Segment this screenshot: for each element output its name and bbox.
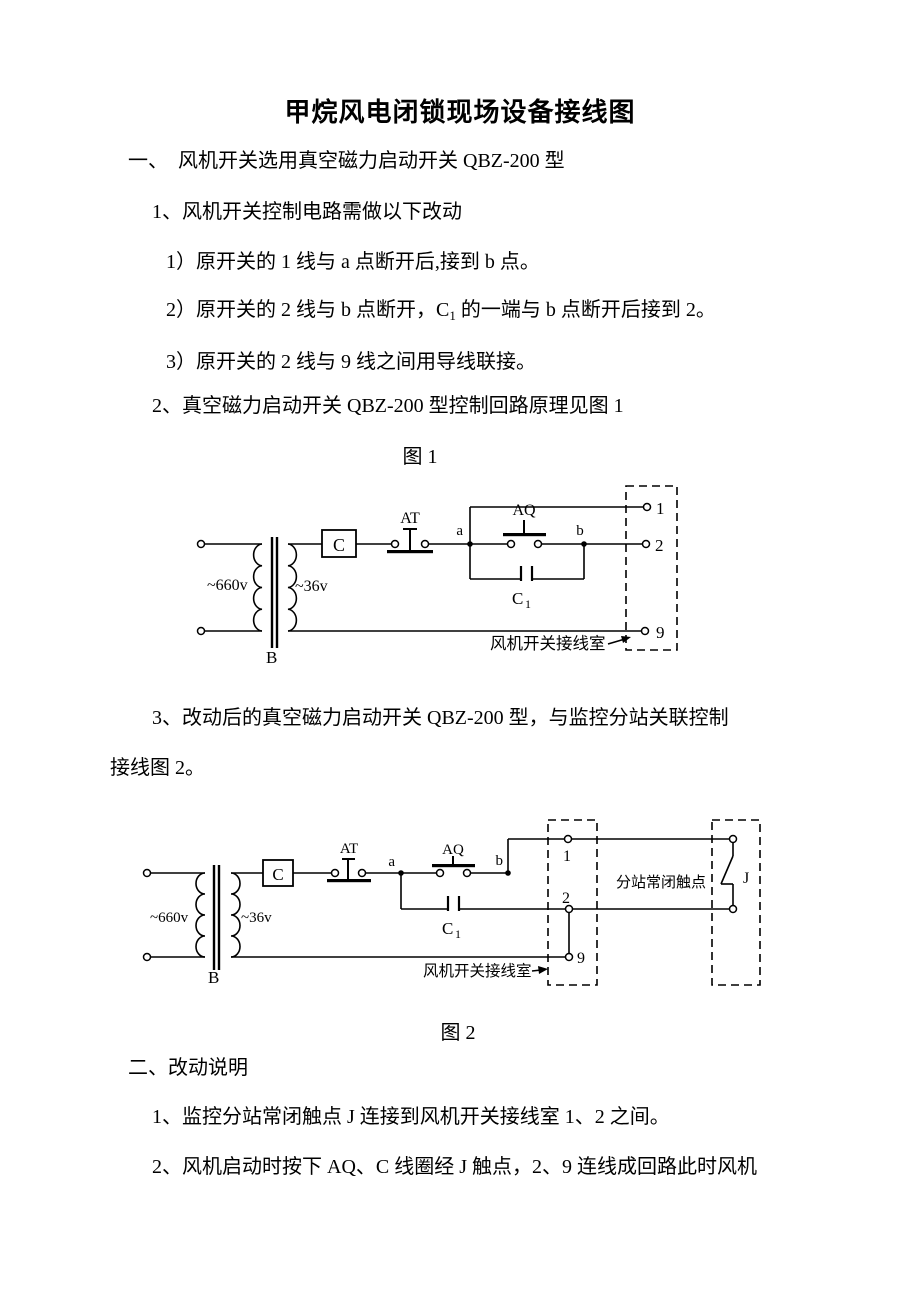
- fig1-junction-box: 1 2 9 风机开关接线室: [490, 485, 678, 653]
- fig2-label-arrow: [538, 966, 548, 974]
- section1-item1-sub1: 1）原开关的 1 线与 a 点断开后,接到 b 点。: [166, 251, 540, 273]
- section1-item1-sub2: 2）原开关的 2 线与 b 点断开，C1 的一端与 b 点断开后接到 2。: [166, 297, 716, 329]
- fig1-secondary-coil: [287, 543, 298, 632]
- figure1-caption: 图 1: [402, 446, 438, 468]
- fig1-transformer: ~660v ~36v B: [196, 537, 328, 667]
- item1-sub2-post: 的一端与 b 点断开后接到 2。: [455, 299, 716, 321]
- fig2-junction-box-label: 风机开关接线室: [423, 962, 532, 980]
- section1-item1-sub3: 3）原开关的 2 线与 9 线之间用导线联接。: [166, 351, 536, 373]
- fig1-wires: [288, 506, 643, 632]
- fig2-junction-box: 1 2 9 风机开关接线室: [423, 819, 598, 986]
- fig1-terminal-2: [641, 539, 651, 549]
- item1-sub2-pre: 2）原开关的 2 线与 b 点断开，C: [166, 299, 450, 321]
- fig2-capacitor-label-sub: 1: [455, 927, 461, 941]
- fig1-contactor-coil-label: C: [333, 535, 345, 555]
- fig1-primary-terminal-top: [196, 539, 206, 549]
- section1-item3-line1: 3、改动后的真空磁力启动开关 QBZ-200 型，与监控分站关联控制: [152, 707, 729, 729]
- section1-item3-line2: 接线图 2。: [110, 757, 205, 779]
- fig2-primary-voltage-label: ~660v: [150, 910, 189, 926]
- fig2-relay-terminal-top: [728, 834, 738, 844]
- fig1-primary-voltage-label: ~660v: [207, 577, 248, 594]
- fig1-primary-terminal-bottom: [196, 626, 206, 636]
- fig2-primary-coil: [195, 872, 206, 958]
- fig2-secondary-voltage-label: ~36v: [241, 910, 272, 926]
- section1-item1: 1、风机开关控制电路需做以下改动: [152, 201, 462, 223]
- figure2-circuit-diagram: ~660v ~36v B C AT: [142, 819, 761, 987]
- fig2-capacitor-C1: C 1: [400, 873, 565, 941]
- fig1-terminal-2-label: 2: [655, 536, 664, 555]
- fig2-primary-terminal-top: [142, 868, 152, 878]
- fig2-stop-button-AT: AT: [327, 841, 371, 883]
- fig2-nc-contact-note: 分站常闭触点: [616, 874, 706, 891]
- fig1-primary-coil: [252, 543, 263, 632]
- document-title: 甲烷风电闭锁现场设备接线图: [284, 98, 636, 127]
- item1-sub2-subscript: 1: [449, 308, 456, 323]
- figure1-circuit-diagram: ~660v ~36v B C AT a: [196, 485, 678, 667]
- fig2-node-a-label: a: [388, 854, 395, 870]
- fig2-substation-relay-box: J: [711, 819, 761, 986]
- fig2-terminal-9-label: 9: [577, 950, 585, 967]
- fig1-terminal-9: [640, 626, 650, 636]
- fig2-terminal-1: [563, 834, 573, 844]
- section1-heading: 一、 风机开关选用真空磁力启动开关 QBZ-200 型: [128, 150, 565, 172]
- fig1-start-button-label: AQ: [512, 502, 536, 519]
- fig2-start-button-label: AQ: [442, 842, 464, 858]
- section2-item2: 2、风机启动时按下 AQ、C 线圈经 J 触点，2、9 连线成回路此时风机: [152, 1156, 758, 1178]
- fig1-capacitor-label: C: [512, 589, 523, 608]
- fig2-terminal-2: [564, 904, 574, 914]
- fig1-stop-button-label: AT: [400, 510, 420, 527]
- fig1-terminal-1: [642, 502, 652, 512]
- fig2-stop-button-label: AT: [340, 841, 358, 857]
- fig1-node-a-label: a: [456, 523, 463, 539]
- fig1-secondary-voltage-label: ~36v: [295, 578, 328, 595]
- fig2-relay-terminal-bottom: [728, 904, 738, 914]
- fig1-stop-button-AT: AT: [387, 510, 433, 554]
- fig1-start-button-AQ: AQ: [503, 502, 546, 549]
- fig2-contactor-coil-label: C: [272, 865, 283, 884]
- fig2-transformer: ~660v ~36v B: [142, 865, 272, 987]
- section2-heading: 二、改动说明: [128, 1057, 248, 1079]
- fig1-junction-box-label: 风机开关接线室: [490, 634, 606, 653]
- fig2-node-b-label: b: [496, 853, 504, 869]
- fig1-contactor-coil: C: [321, 529, 357, 558]
- fig1-terminal-9-label: 9: [656, 623, 665, 642]
- fig2-capacitor-label: C: [442, 919, 453, 938]
- fig2-terminal-1-label: 1: [563, 848, 571, 865]
- fig2-relay-nc-contact-J: [720, 843, 734, 905]
- fig1-node-b-label: b: [576, 523, 584, 539]
- fig1-capacitor-C1: C 1: [469, 544, 585, 611]
- fig2-terminal-9: [564, 952, 574, 962]
- section2-item1: 1、监控分站常闭触点 J 连接到风机开关接线室 1、2 之间。: [152, 1106, 670, 1128]
- fig2-start-button-AQ: AQ: [432, 842, 475, 878]
- fig2-terminal-2-label: 2: [562, 890, 570, 907]
- fig2-contactor-coil: C: [262, 859, 294, 887]
- fig2-transformer-label: B: [208, 968, 219, 987]
- fig1-transformer-label: B: [266, 648, 277, 667]
- figure2-caption: 图 2: [440, 1022, 476, 1044]
- fig2-node-b: [505, 870, 511, 876]
- fig2-primary-terminal-bottom: [142, 952, 152, 962]
- fig1-terminal-1-label: 1: [656, 499, 665, 518]
- fig1-capacitor-label-sub: 1: [525, 597, 531, 611]
- fig1-label-arrow: [621, 636, 631, 643]
- fig2-wires: [231, 838, 729, 958]
- section1-item2: 2、真空磁力启动开关 QBZ-200 型控制回路原理见图 1: [152, 395, 624, 417]
- fig2-relay-contact-label: J: [743, 870, 749, 887]
- fig2-secondary-coil: [230, 872, 241, 958]
